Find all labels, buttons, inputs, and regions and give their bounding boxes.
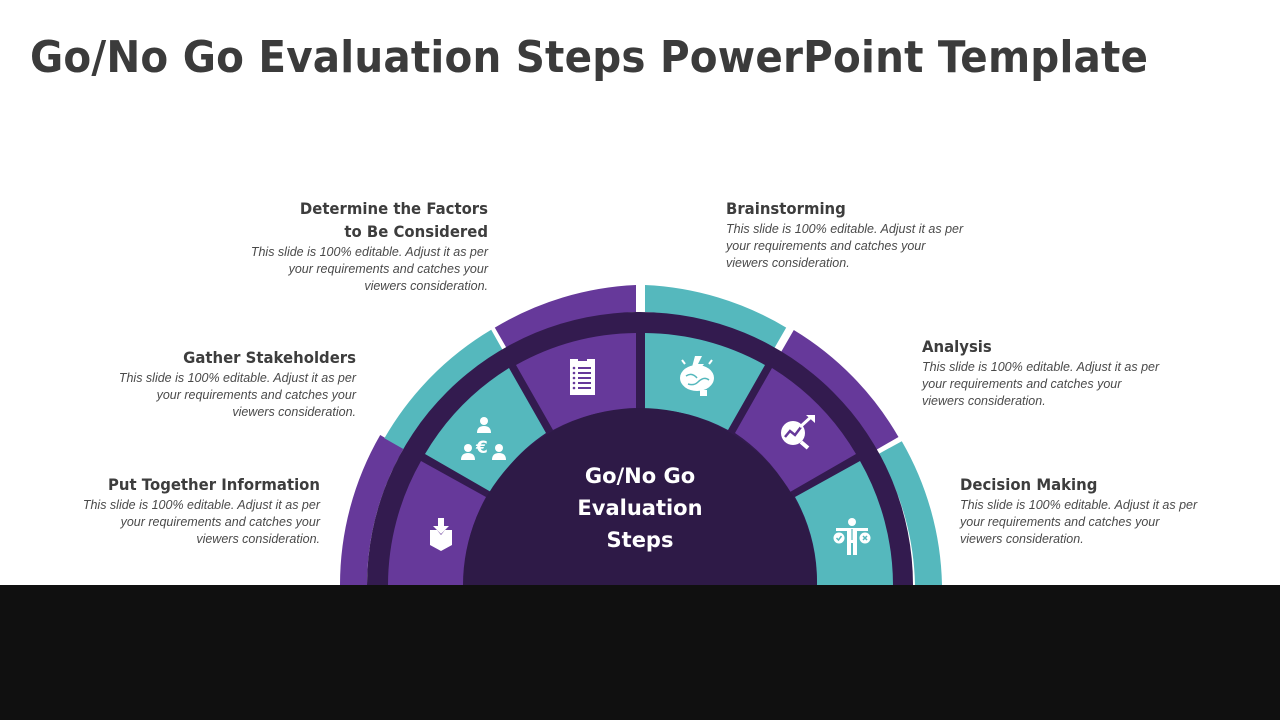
step-heading: Brainstorming xyxy=(726,199,846,218)
step-description: This slide is 100% editable. Adjust it a… xyxy=(250,245,488,293)
step-determine-factors: Determine the Factors to Be Considered T… xyxy=(188,197,488,295)
outer-segment-1 xyxy=(340,435,404,585)
bottom-black-bar xyxy=(0,585,1280,720)
inner-segment-1 xyxy=(388,461,486,585)
step-gather-stakeholders: Gather Stakeholders This slide is 100% e… xyxy=(56,346,356,421)
step-description: This slide is 100% editable. Adjust it a… xyxy=(726,222,964,270)
step-heading: Decision Making xyxy=(960,475,1098,494)
center-label-line-3: Steps xyxy=(606,528,674,552)
inner-segment-6 xyxy=(795,461,893,585)
center-label-line-1: Go/No Go xyxy=(584,464,696,488)
step-heading: Gather Stakeholders xyxy=(183,348,356,367)
person-decision-icon xyxy=(833,518,871,555)
inbox-download-icon xyxy=(430,518,452,551)
outer-segment-2 xyxy=(384,329,505,452)
step-brainstorming: Brainstorming This slide is 100% editabl… xyxy=(726,197,1026,272)
stakeholders-euro-icon: € xyxy=(461,417,506,460)
brain-lightning-icon xyxy=(680,356,714,396)
outer-segment-5 xyxy=(780,330,899,451)
center-disc xyxy=(463,408,817,585)
outer-ring xyxy=(340,285,942,585)
magnifier-trend-icon xyxy=(781,415,815,450)
center-label: Go/No Go Evaluation Steps xyxy=(540,460,740,556)
step-description: This slide is 100% editable. Adjust it a… xyxy=(922,360,1160,408)
center-label-line-2: Evaluation xyxy=(577,496,703,520)
svg-text:€: € xyxy=(475,438,488,458)
step-heading: Put Together Information xyxy=(108,475,320,494)
outer-segment-4 xyxy=(645,285,787,351)
slide-title: Go/No Go Evaluation Steps PowerPoint Tem… xyxy=(30,32,1149,83)
step-description: This slide is 100% editable. Adjust it a… xyxy=(960,498,1198,546)
step-description: This slide is 100% editable. Adjust it a… xyxy=(118,371,356,419)
step-put-together-information: Put Together Information This slide is 1… xyxy=(20,473,320,548)
step-analysis: Analysis This slide is 100% editable. Ad… xyxy=(922,335,1222,410)
outer-segment-3 xyxy=(494,285,636,351)
clipboard-checklist-icon xyxy=(570,357,595,395)
step-heading-line-2: to Be Considered xyxy=(344,222,488,241)
step-heading: Determine the Factors xyxy=(299,199,488,218)
step-decision-making: Decision Making This slide is 100% edita… xyxy=(960,473,1260,548)
step-description: This slide is 100% editable. Adjust it a… xyxy=(82,498,320,546)
step-heading: Analysis xyxy=(922,337,992,356)
outer-segment-6 xyxy=(878,441,942,585)
